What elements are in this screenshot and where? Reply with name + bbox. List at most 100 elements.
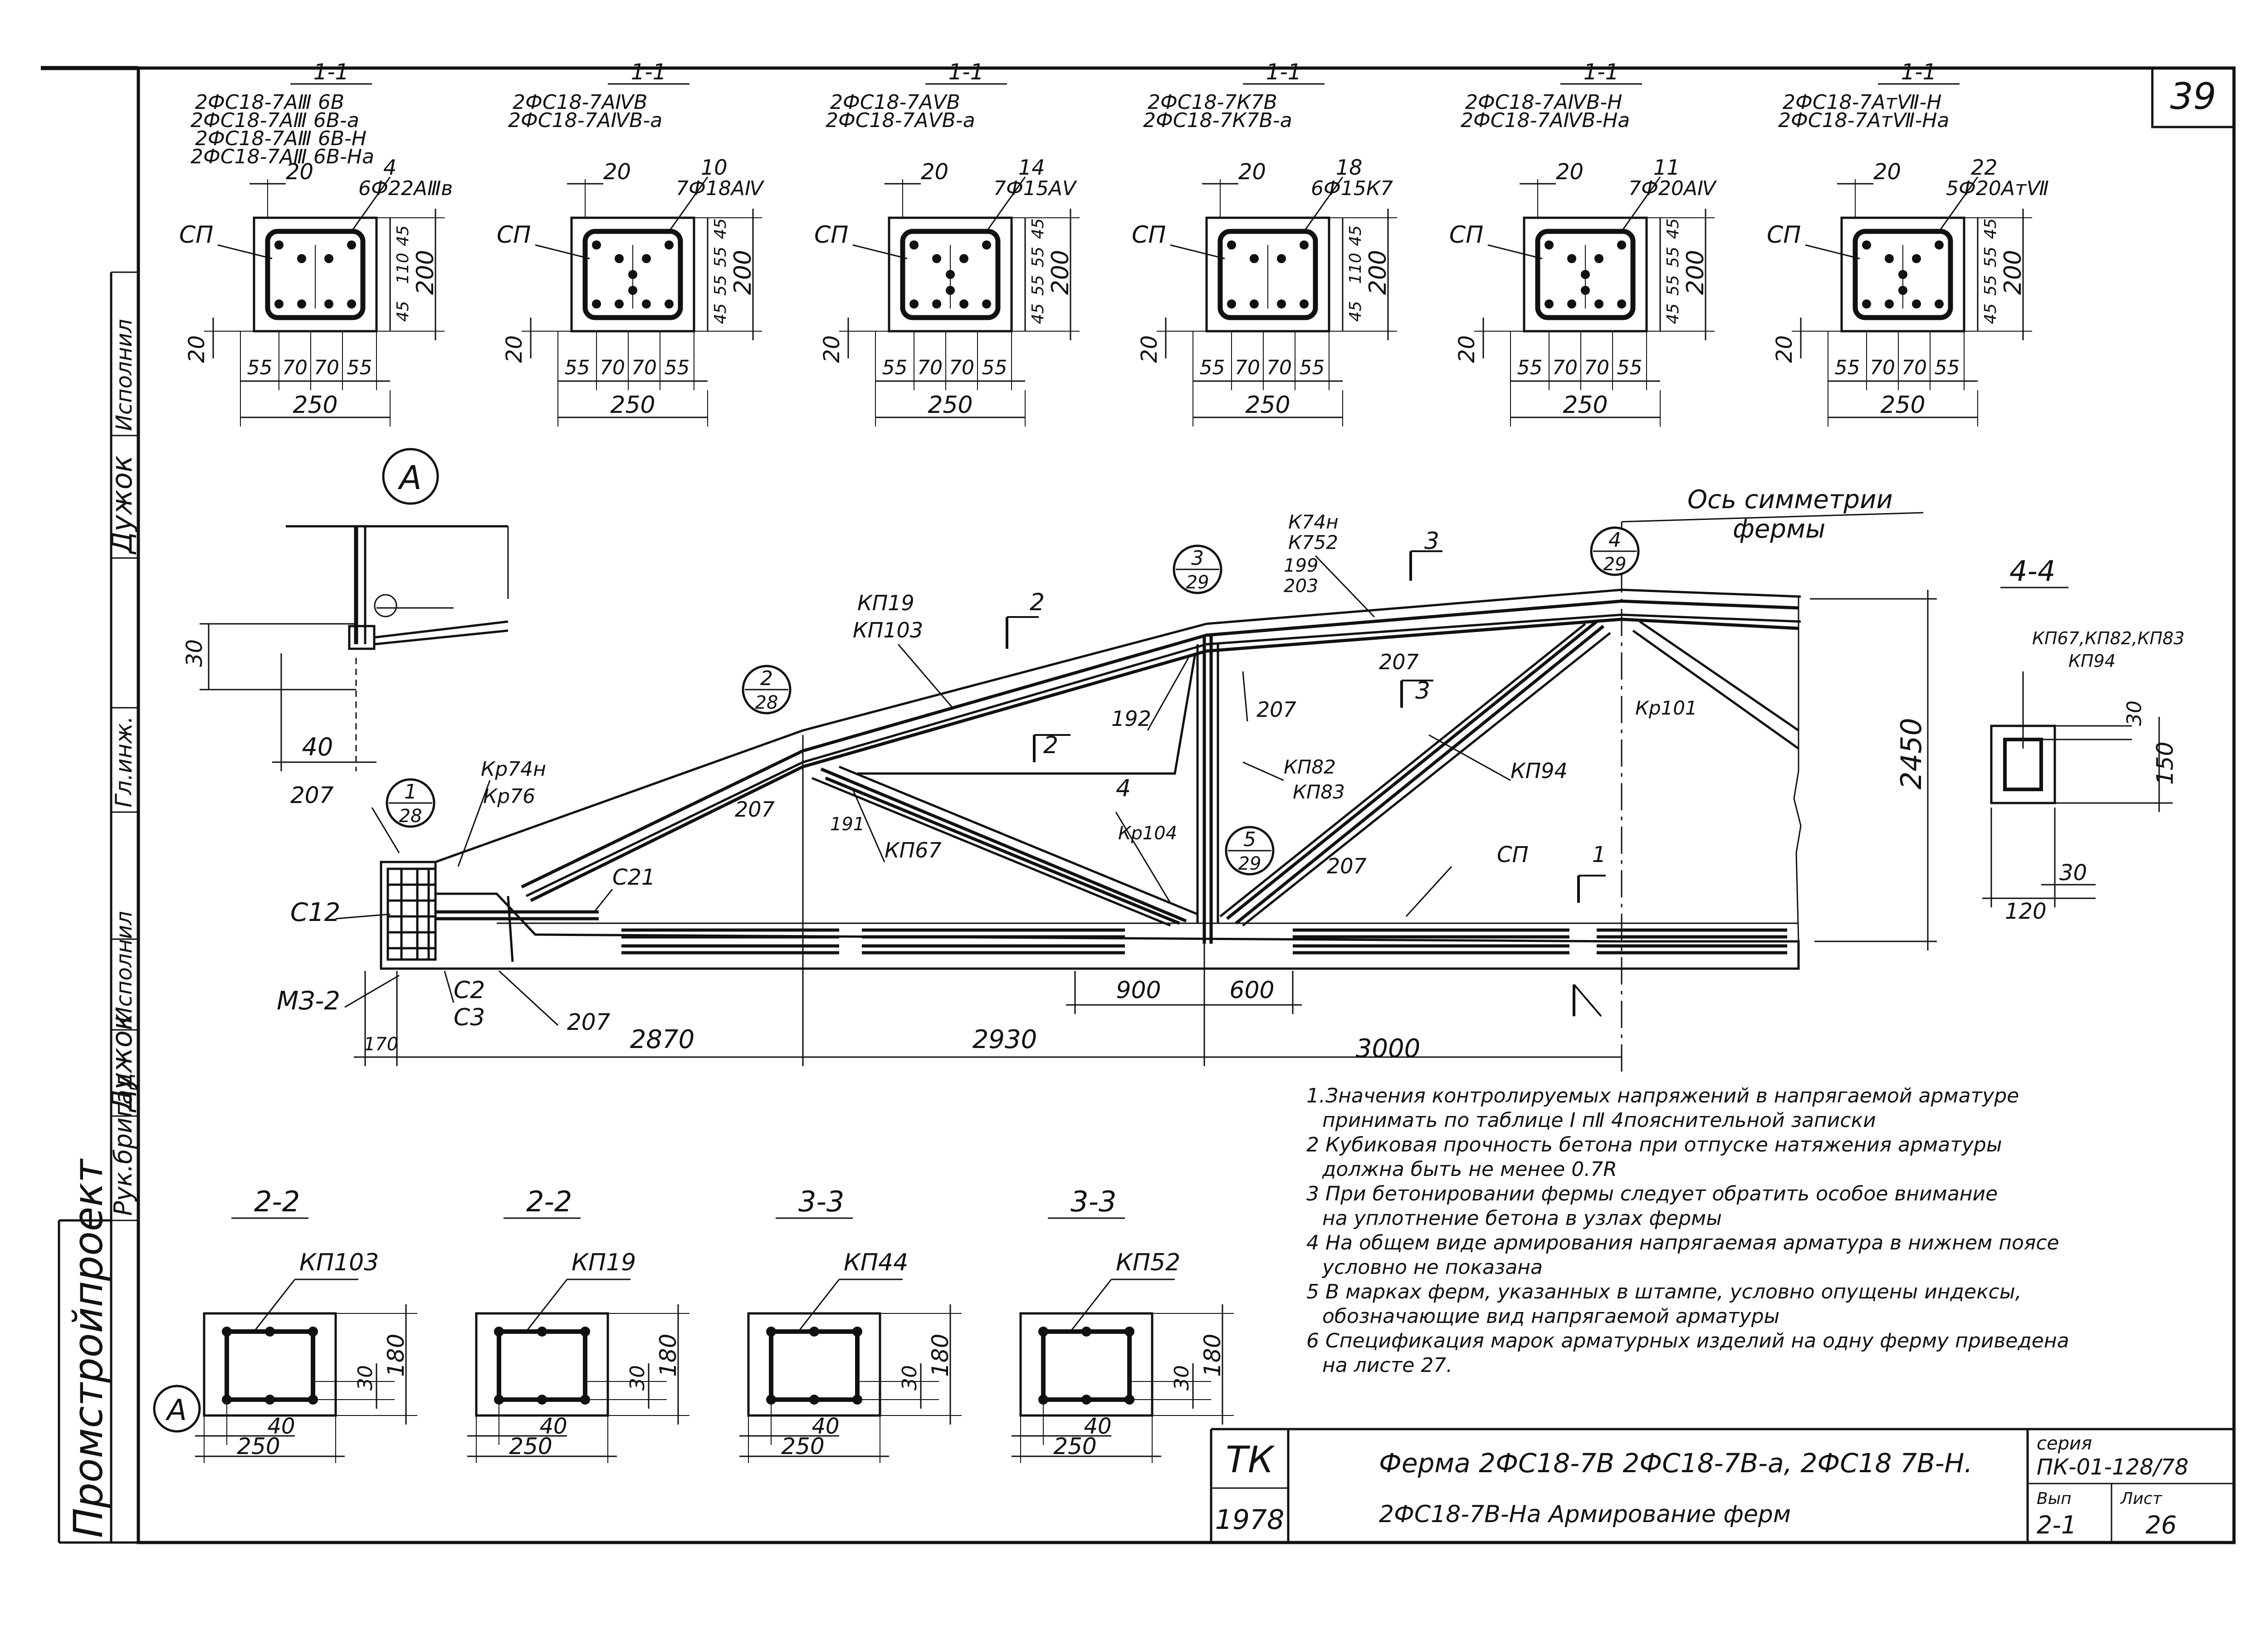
left-strip-r5: Дужок — [105, 455, 138, 555]
section-dim-v: 55 — [1664, 275, 1682, 296]
section-cover: 20 — [1556, 159, 1584, 185]
node-bottom-num: 28 — [755, 692, 778, 713]
section-dim-h: 70 — [600, 356, 625, 379]
note-line: 5 В марках ферм, указанных в штампе, усл… — [1306, 1280, 2022, 1303]
title-line-1: Ферма 2ФС18-7В 2ФС18-7В-а, 2ФС18 7В-Н. — [1379, 1448, 1973, 1479]
note-line: 2 Кубиковая прочность бетона при отпуске… — [1306, 1133, 2002, 1156]
bottom-section-mark: КП103 — [299, 1249, 379, 1276]
section-num: 18 — [1336, 155, 1363, 180]
section-dim-h: 55 — [347, 356, 372, 379]
truss-label-kp101: Кр101 — [1635, 697, 1697, 719]
truss-label-c2: С2 — [454, 977, 485, 1004]
truss-dimensions — [354, 590, 1937, 1066]
notes: 1.Значения контролируемых напряжений в н… — [1306, 1084, 2069, 1377]
section-num: 22 — [1971, 155, 1998, 180]
bottom-section-d30: 30 — [626, 1365, 649, 1391]
section-cover: 20 — [1873, 159, 1901, 185]
section-mark: 2ФС18-7К7В — [1148, 91, 1277, 114]
section-mark: 2ФС18-7АтⅦ-На — [1778, 109, 1949, 132]
section-44-d120: 120 — [2005, 899, 2047, 924]
bottom-section-title: 3-3 — [798, 1185, 844, 1218]
bottom-section-d40: 40 — [539, 1414, 567, 1439]
section-num: 14 — [1018, 155, 1045, 180]
section-width: 250 — [1563, 392, 1608, 419]
section-cut-label: 1-1 — [1584, 59, 1619, 85]
top-section-6: 1-12ФС18-7АтⅦ-Н2ФС18-7АтⅦ-На225Ф20АтⅦ20С… — [1767, 59, 2049, 426]
section-cp-label: СП — [497, 221, 531, 249]
bottom-section-d180: 180 — [927, 1334, 953, 1377]
list-label: Лист — [2120, 1489, 2162, 1508]
truss-label-kp83: КП83 — [1293, 781, 1345, 803]
section-bottom-dim: 20 — [184, 335, 210, 363]
section-height: 200 — [729, 250, 757, 295]
section-dim-h: 55 — [665, 356, 690, 379]
node-marker-1: 128 — [386, 778, 435, 828]
truss-label-kp94: КП94 — [1510, 759, 1568, 783]
section-width: 250 — [928, 392, 973, 419]
dim-900: 900 — [1116, 977, 1161, 1004]
truss-label-cut2: 2 — [1030, 589, 1045, 616]
section-height: 200 — [412, 250, 439, 295]
section-height: 200 — [1364, 250, 1392, 295]
sheet-frame — [137, 66, 2236, 1544]
section-width: 250 — [610, 392, 655, 419]
section-cover: 20 — [603, 159, 631, 185]
section-mark: 2ФС18-7АⅣВ-На — [1461, 109, 1630, 132]
section-cover: 20 — [1238, 159, 1266, 185]
note-line: на уплотнение бетона в узлах фермы — [1322, 1207, 1722, 1230]
section-dim-v: 45 — [1029, 218, 1047, 239]
section-dim-h: 70 — [949, 356, 974, 379]
bottom-section-title: 3-3 — [1070, 1185, 1116, 1218]
bottom-section-d250: 250 — [509, 1433, 552, 1459]
dim-2930: 2930 — [973, 1025, 1037, 1054]
section-dim-v: 45 — [711, 304, 730, 324]
bottom-section-d30: 30 — [1170, 1365, 1193, 1391]
bottom-section-mark: КП44 — [844, 1249, 908, 1276]
truss-label-n192: 192 — [1111, 706, 1151, 731]
truss-label-kr76: Кр76 — [483, 785, 535, 808]
section-rebar: 7Ф20АⅣ — [1628, 177, 1717, 200]
section-cut-label: 1-1 — [1266, 59, 1301, 85]
section-height: 200 — [1047, 250, 1074, 295]
section-rebar: 6Ф15К7 — [1311, 177, 1393, 200]
truss-label-kr74: Кр74н — [481, 758, 546, 781]
section-num: 10 — [701, 155, 728, 180]
section-cover: 20 — [921, 159, 948, 185]
section-num: 4 — [383, 155, 396, 180]
bottom-section-d30: 30 — [898, 1365, 921, 1391]
stamp-year: 1978 — [1215, 1504, 1285, 1536]
section-dim-v: 45 — [711, 218, 730, 239]
section-cp-label: СП — [1132, 221, 1166, 249]
section-dim-h: 70 — [631, 356, 657, 379]
section-rebar: 5Ф20АтⅦ — [1946, 177, 2049, 200]
truss-label-kp67: КП67 — [885, 838, 942, 862]
title-line-2: 2ФС18-7В-На Армирование ферм — [1379, 1501, 1791, 1528]
truss-label-n199: 199 — [1284, 555, 1318, 576]
section-width: 250 — [1245, 392, 1290, 419]
section-cp-label: СП — [1767, 221, 1801, 249]
truss-label-cut1: 1 — [1592, 842, 1606, 867]
section-dim-v: 45 — [1664, 304, 1682, 324]
section-dim-h: 70 — [1235, 356, 1260, 379]
top-chord-inner — [525, 613, 1801, 897]
truss-label-n191: 191 — [830, 814, 865, 835]
section-dim-h: 55 — [1300, 356, 1325, 379]
section-cp-label: СП — [814, 221, 848, 249]
truss: Ось симметрии фермы — [277, 485, 1937, 1075]
truss-label-c21: С21 — [612, 865, 655, 890]
section-mark: 2ФС18-7АⅢ 6В-а — [191, 109, 359, 132]
section-dim-h: 70 — [917, 356, 943, 379]
section-dim-v: 45 — [394, 301, 412, 322]
detail-a-dim-v: 30 — [182, 639, 207, 667]
section-dim-v: 45 — [394, 225, 412, 246]
issue-value: 2-1 — [2037, 1511, 2077, 1539]
detail-a-dim-h: 40 — [302, 733, 333, 761]
